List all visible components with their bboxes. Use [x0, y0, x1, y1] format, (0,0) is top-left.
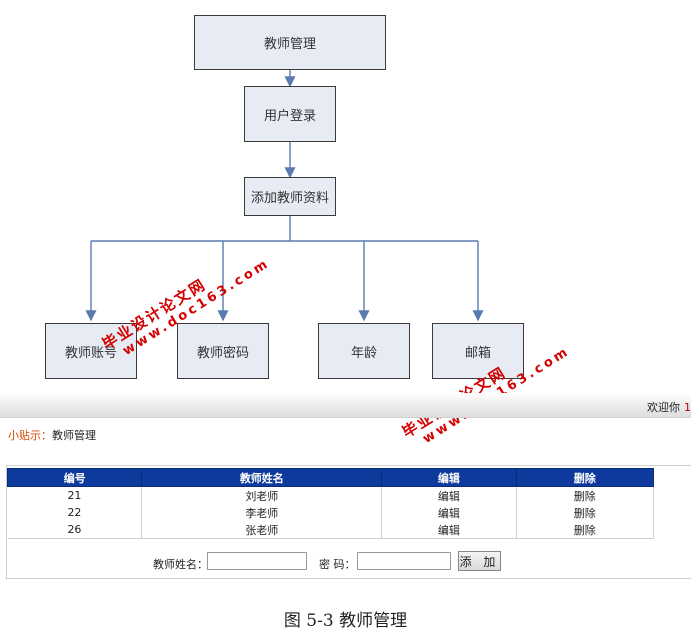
welcome-text: 欢迎你 1 [647, 399, 691, 415]
teacher-table: 编号 教师姓名 编辑 删除 21 刘老师 编辑 删除 22 李老师 编辑 删除 … [6, 468, 655, 539]
password-input[interactable] [357, 552, 451, 570]
tip-value: 教师管理 [52, 429, 96, 442]
flowchart: 教师管理 用户登录 添加教师资料 教师账号 教师密码 年龄 邮箱 [45, 15, 524, 379]
teacher-name-label: 教师姓名： [153, 558, 208, 571]
flowchart-connectors [85, 70, 484, 322]
cell-name: 李老师 [141, 504, 383, 521]
cell-id: 22 [7, 504, 143, 521]
welcome-user-number: 1 [684, 401, 691, 414]
add-teacher-form: 教师姓名： 密 码： 添 加 [7, 550, 654, 574]
node-email: 邮箱 [432, 323, 524, 379]
teacher-panel: 编号 教师姓名 编辑 删除 21 刘老师 编辑 删除 22 李老师 编辑 删除 … [6, 465, 691, 579]
column-header-id: 编号 [6, 468, 143, 487]
table-row: 22 李老师 编辑 删除 [7, 504, 655, 521]
column-header-delete: 删除 [515, 468, 655, 487]
edit-link[interactable]: 编辑 [381, 486, 517, 504]
table-row: 26 张老师 编辑 删除 [7, 521, 655, 539]
password-label: 密 码： [319, 558, 356, 571]
node-age: 年龄 [318, 323, 410, 379]
welcome-label: 欢迎你 [647, 401, 680, 414]
add-button[interactable]: 添 加 [458, 551, 501, 571]
tip-line: 小贴示：教师管理 [8, 427, 96, 443]
edit-link[interactable]: 编辑 [381, 521, 517, 539]
delete-link[interactable]: 删除 [516, 486, 655, 504]
cell-name: 刘老师 [141, 486, 383, 504]
figure-caption: 图 5-3 教师管理 [283, 611, 408, 631]
edit-link[interactable]: 编辑 [381, 504, 517, 521]
node-teacher-management: 教师管理 [194, 15, 386, 70]
cell-name: 张老师 [141, 521, 383, 539]
delete-link[interactable]: 删除 [516, 521, 655, 539]
top-bar: 欢迎你 1 [0, 393, 691, 418]
table-row: 21 刘老师 编辑 删除 [7, 486, 655, 504]
column-header-name: 教师姓名 [141, 468, 383, 487]
cell-id: 26 [7, 521, 143, 539]
teacher-name-input[interactable] [207, 552, 307, 570]
node-teacher-account: 教师账号 [45, 323, 137, 379]
node-user-login: 用户登录 [244, 86, 336, 142]
table-header-row: 编号 教师姓名 编辑 删除 [6, 468, 655, 487]
tip-label: 小贴示： [8, 429, 52, 442]
cell-id: 21 [7, 486, 143, 504]
column-header-edit: 编辑 [381, 468, 517, 487]
node-teacher-password: 教师密码 [177, 323, 269, 379]
delete-link[interactable]: 删除 [516, 504, 655, 521]
node-add-teacher-info: 添加教师资料 [244, 177, 336, 216]
